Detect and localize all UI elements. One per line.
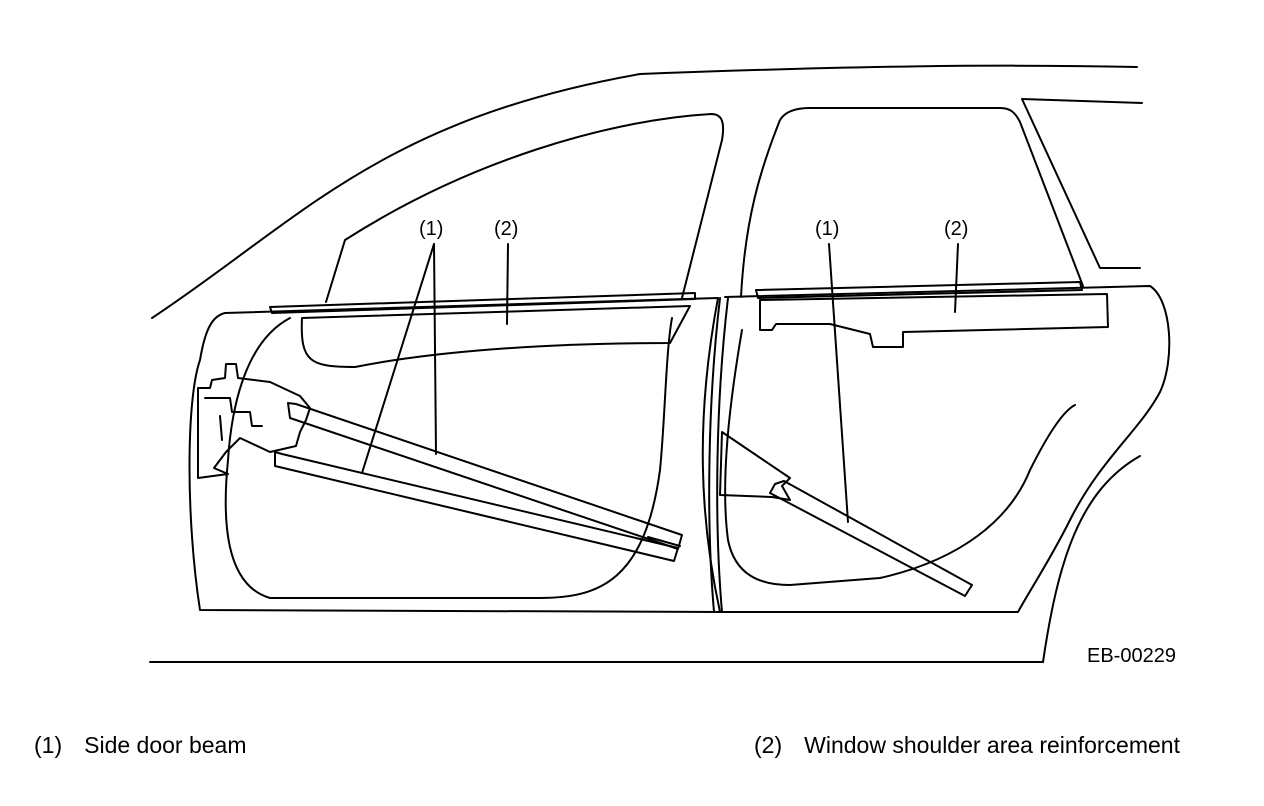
b-pillar-gap	[708, 297, 729, 613]
legend-label: Window shoulder area reinforcement	[804, 732, 1180, 758]
rear-beam-leader	[828, 243, 849, 523]
legend-number: (1)	[34, 732, 63, 758]
rear-beam-callout: (1)	[815, 218, 839, 240]
rear-reinforcement-callout: (2)	[944, 218, 968, 240]
legend-item-window-shoulder-reinforcement: (2) Window shoulder area reinforcement	[754, 732, 1180, 759]
front-reinforcement-leader	[506, 243, 509, 325]
front-door-bracket	[197, 363, 311, 479]
front-beam-callout: (1)	[419, 218, 443, 240]
rear-door	[717, 107, 1171, 613]
vehicle-body-outline	[149, 64, 1143, 663]
rear-reinforcement-leader	[954, 243, 959, 313]
figure-id-code: EB-00229	[1087, 645, 1176, 667]
legend-item-side-door-beam: (1) Side door beam	[34, 732, 247, 759]
rear-door-bracket	[719, 431, 791, 501]
front-beam-leader-1	[361, 243, 435, 474]
front-beam-leader-2	[433, 243, 437, 455]
legend-label: Side door beam	[84, 732, 247, 758]
front-side-door-beam-upper	[287, 402, 683, 550]
rear-window-shoulder-reinforcement	[759, 293, 1109, 348]
legend-number: (2)	[754, 732, 783, 758]
front-door	[188, 113, 725, 613]
rear-side-door-beam	[769, 480, 973, 597]
front-side-door-beam-lower	[274, 451, 679, 562]
front-reinforcement-callout: (2)	[494, 218, 518, 240]
front-window-shoulder-reinforcement	[300, 305, 691, 368]
